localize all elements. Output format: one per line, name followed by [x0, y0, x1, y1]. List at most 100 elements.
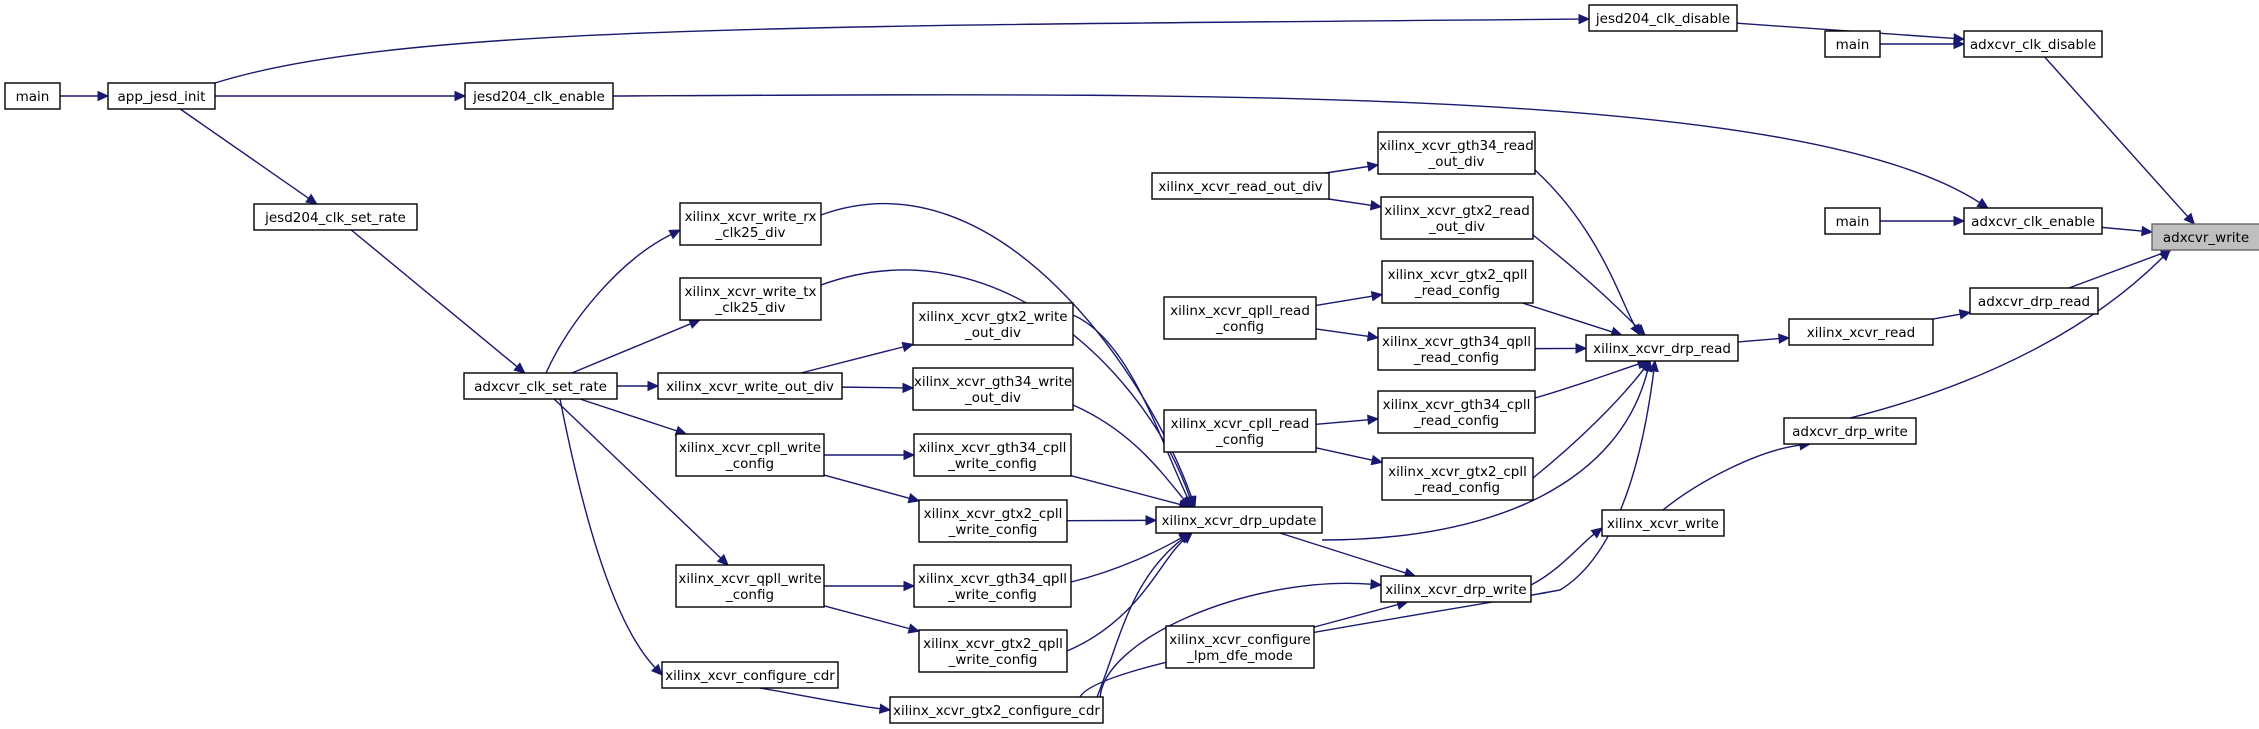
node-xilinx-xcvr-configure-cdr[interactable]: xilinx_xcvr_configure_cdr: [661, 661, 839, 689]
node-adxcvr-clk-set-rate[interactable]: adxcvr_clk_set_rate: [463, 372, 618, 400]
arrowhead-icon: [1648, 359, 1659, 373]
node-label: xilinx_xcvr_drp_write: [1385, 582, 1526, 598]
call-edge-xilinx-xcvr-cpll-read-config-to-xilinx-xcvr-gtx2-cpll-read-config: [1315, 447, 1373, 461]
node-xilinx-xcvr-gth34-write-out-div[interactable]: xilinx_xcvr_gth34_write_out_div: [912, 367, 1074, 411]
arrowhead-icon: [647, 380, 660, 392]
call-edge-adxcvr-clk-enable-to-adxcvr-write: [2101, 226, 2143, 232]
node-box: [1824, 30, 1881, 58]
node-box: [675, 564, 825, 608]
call-edge-jesd204-clk-set-rate-to-adxcvr-clk-set-rate: [350, 229, 518, 368]
node-label: xilinx_xcvr_configure: [1169, 632, 1310, 648]
node-xilinx-xcvr-qpll-write-config[interactable]: xilinx_xcvr_qpll_write_config: [675, 564, 825, 608]
node-label: xilinx_xcvr_gth34_cpll: [1383, 397, 1531, 413]
node-label: xilinx_xcvr_gth34_read: [1379, 138, 1534, 154]
node-box: [1588, 4, 1738, 32]
call-edge-adxcvr-drp-read-to-adxcvr-write: [2068, 252, 2162, 289]
call-edge-xilinx-xcvr-gtx2-cpll-read-config-to-xilinx-xcvr-drp-read: [1532, 368, 1645, 479]
node-adxcvr-drp-write[interactable]: adxcvr_drp_write: [1783, 417, 1917, 445]
node-box: [912, 367, 1074, 411]
call-edge-xilinx-xcvr-configure-lpm-dfe-mode-to-xilinx-xcvr-drp-write: [1313, 603, 1399, 628]
node-label: _clk25_div: [715, 225, 786, 241]
node-xilinx-xcvr-write-tx-clk25-div[interactable]: xilinx_xcvr_write_tx_clk25_div: [679, 277, 822, 321]
node-xilinx-xcvr-gth34-cpll-read-config[interactable]: xilinx_xcvr_gth34_cpll_read_config: [1377, 390, 1536, 434]
node-xilinx-xcvr-gth34-qpll-write-config[interactable]: xilinx_xcvr_gth34_qpll_write_config: [913, 564, 1072, 608]
node-label: adxcvr_drp_read: [1978, 294, 2090, 310]
node-box: [1151, 172, 1330, 200]
call-edge-xilinx-xcvr-drp-update-to-xilinx-xcvr-drp-write: [1279, 532, 1406, 574]
node-xilinx-xcvr-gtx2-qpll-write-config[interactable]: xilinx_xcvr_gtx2_qpll_write_config: [918, 629, 1068, 673]
node-xilinx-xcvr-cpll-read-config[interactable]: xilinx_xcvr_cpll_read_config: [1163, 409, 1317, 453]
node-xilinx-xcvr-gtx2-read-out-div[interactable]: xilinx_xcvr_gtx2_read_out_div: [1380, 196, 1534, 240]
arrowhead-icon: [513, 362, 526, 374]
node-box: [464, 82, 614, 110]
node-label: _read_config: [1413, 350, 1499, 366]
node-xilinx-xcvr-gtx2-qpll-read-config[interactable]: xilinx_xcvr_gtx2_qpll_read_config: [1381, 260, 1534, 304]
node-xilinx-xcvr-gth34-cpll-write-config[interactable]: xilinx_xcvr_gth34_cpll_write_config: [913, 433, 1072, 477]
node-xilinx-xcvr-configure-lpm-dfe-mode[interactable]: xilinx_xcvr_configure_lpm_dfe_mode: [1165, 625, 1315, 669]
arrowhead-icon: [907, 493, 921, 504]
node-adxcvr-write[interactable]: adxcvr_write: [2151, 223, 2259, 251]
node-xilinx-xcvr-gth34-qpll-read-config[interactable]: xilinx_xcvr_gth34_qpll_read_config: [1377, 327, 1536, 371]
node-label: _out_div: [964, 325, 1021, 341]
node-main-c[interactable]: main: [1824, 207, 1881, 235]
node-app-jesd-init[interactable]: app_jesd_init: [107, 82, 216, 110]
arrowhead-icon: [903, 580, 916, 592]
node-label: xilinx_xcvr_write_tx: [685, 284, 817, 300]
node-label: jesd204_clk_set_rate: [264, 210, 406, 226]
node-box: [1380, 196, 1534, 240]
node-adxcvr-drp-read[interactable]: adxcvr_drp_read: [1969, 287, 2099, 315]
call-edge-xilinx-xcvr-read-out-div-to-xilinx-xcvr-gtx2-read-out-div: [1328, 198, 1372, 206]
arrowhead-icon: [2158, 249, 2171, 262]
node-xilinx-xcvr-write-out-div[interactable]: xilinx_xcvr_write_out_div: [657, 372, 843, 400]
node-xilinx-xcvr-gth34-read-out-div[interactable]: xilinx_xcvr_gth34_read_out_div: [1377, 131, 1536, 175]
node-xilinx-xcvr-read[interactable]: xilinx_xcvr_read: [1788, 318, 1934, 346]
arrowhead-icon: [901, 341, 915, 353]
node-xilinx-xcvr-read-out-div[interactable]: xilinx_xcvr_read_out_div: [1151, 172, 1330, 200]
node-label: xilinx_xcvr_gtx2_cpll: [1388, 464, 1527, 480]
node-xilinx-xcvr-write[interactable]: xilinx_xcvr_write: [1601, 509, 1725, 537]
arrowhead-icon: [668, 229, 682, 240]
node-jesd204-clk-disable[interactable]: jesd204_clk_disable: [1588, 4, 1738, 32]
node-label: adxcvr_clk_disable: [1970, 37, 2096, 53]
node-xilinx-xcvr-gtx2-cpll-write-config[interactable]: xilinx_xcvr_gtx2_cpll_write_config: [918, 499, 1068, 543]
arrowhead-icon: [1976, 197, 1990, 209]
node-label: xilinx_xcvr_gth34_cpll: [919, 440, 1067, 456]
node-xilinx-xcvr-write-rx-clk25-div[interactable]: xilinx_xcvr_write_rx_clk25_div: [679, 202, 822, 246]
call-edges: [60, 13, 2196, 714]
call-edge-xilinx-xcvr-gtx2-write-out-div-to-xilinx-xcvr-drp-update: [1072, 314, 1189, 499]
node-label: _config: [1215, 319, 1264, 335]
node-adxcvr-clk-enable[interactable]: adxcvr_clk_enable: [1963, 207, 2103, 235]
call-edge-jesd204-clk-enable-to-adxcvr-clk-enable: [612, 94, 1980, 204]
call-edge-adxcvr-clk-set-rate-to-xilinx-xcvr-configure-cdr: [559, 398, 656, 669]
arrowhead-icon: [1366, 161, 1380, 172]
node-box: [1377, 131, 1536, 175]
node-label: app_jesd_init: [118, 89, 206, 105]
node-box: [107, 82, 216, 110]
node-xilinx-xcvr-gtx2-cpll-read-config[interactable]: xilinx_xcvr_gtx2_cpll_read_config: [1381, 457, 1534, 501]
node-box: [1380, 575, 1532, 603]
node-label: xilinx_xcvr_qpll_write: [678, 571, 821, 587]
call-edge-xilinx-xcvr-gth34-qpll-write-config-to-xilinx-xcvr-drp-update: [1070, 537, 1182, 583]
arrowhead-icon: [1590, 527, 1603, 539]
node-adxcvr-clk-disable[interactable]: adxcvr_clk_disable: [1963, 30, 2103, 58]
call-edge-adxcvr-drp-write-to-adxcvr-write: [1849, 256, 2164, 419]
node-jesd204-clk-enable[interactable]: jesd204_clk_enable: [464, 82, 614, 110]
node-jesd204-clk-set-rate[interactable]: jesd204_clk_set_rate: [253, 203, 418, 231]
node-xilinx-xcvr-gtx2-write-out-div[interactable]: xilinx_xcvr_gtx2_write_out_div: [912, 302, 1074, 346]
node-label: xilinx_xcvr_configure_cdr: [665, 668, 835, 684]
call-edge-xilinx-xcvr-gth34-read-out-div-to-xilinx-xcvr-drp-read: [1534, 169, 1636, 327]
node-xilinx-xcvr-drp-write[interactable]: xilinx_xcvr_drp_write: [1380, 575, 1532, 603]
node-xilinx-xcvr-drp-update[interactable]: xilinx_xcvr_drp_update: [1155, 506, 1323, 534]
node-xilinx-xcvr-qpll-read-config[interactable]: xilinx_xcvr_qpll_read_config: [1163, 296, 1317, 340]
node-xilinx-xcvr-cpll-write-config[interactable]: xilinx_xcvr_cpll_write_config: [675, 433, 825, 477]
node-main-a[interactable]: main: [1824, 30, 1881, 58]
call-edge-xilinx-xcvr-write-out-div-to-xilinx-xcvr-gth34-write-out-div: [841, 386, 904, 389]
node-xilinx-xcvr-gtx2-configure-cdr[interactable]: xilinx_xcvr_gtx2_configure_cdr: [889, 696, 1104, 724]
node-label: xilinx_xcvr_drp_update: [1161, 513, 1316, 529]
node-label: adxcvr_clk_set_rate: [474, 379, 607, 395]
arrowhead-icon: [1578, 13, 1591, 25]
node-main-b[interactable]: main: [4, 82, 61, 110]
call-edge-app-jesd-init-to-jesd204-clk-set-rate: [179, 108, 309, 199]
node-label: _read_config: [1413, 413, 1499, 429]
node-xilinx-xcvr-drp-read[interactable]: xilinx_xcvr_drp_read: [1585, 334, 1739, 362]
